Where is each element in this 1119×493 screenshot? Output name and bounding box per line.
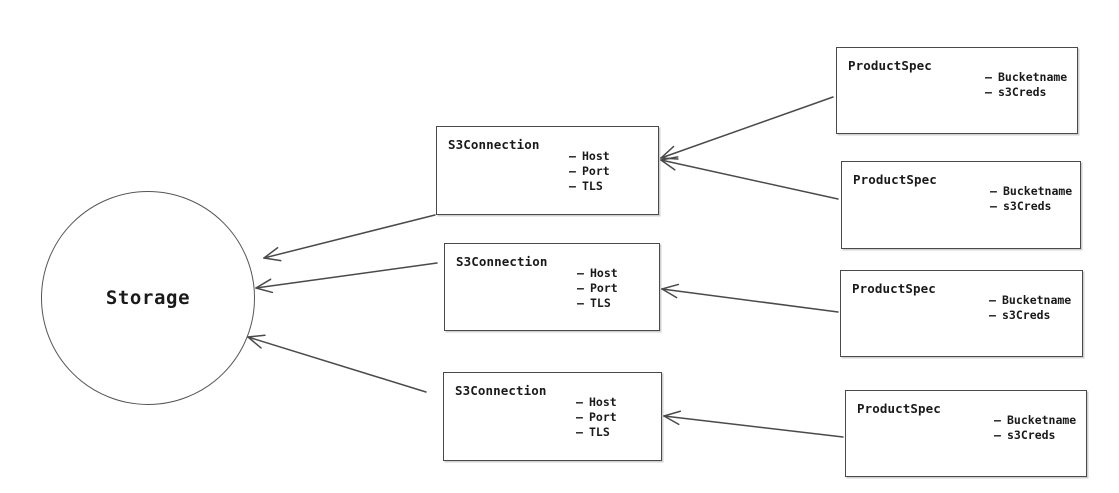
arrowhead-barb	[255, 287, 274, 294]
edge-s3conn-2-to-storage	[255, 262, 438, 294]
field-row: –Port	[569, 164, 610, 179]
field-label: s3Creds	[1003, 199, 1052, 213]
bullet-dash-icon: –	[569, 179, 576, 193]
bullet-dash-icon: –	[994, 428, 1001, 442]
field-label: Port	[582, 164, 610, 178]
field-row: –Bucketname	[994, 413, 1076, 428]
field-label: s3Creds	[998, 85, 1047, 99]
arrowhead-barb	[660, 159, 676, 171]
field-label: Bucketname	[998, 70, 1068, 84]
arrowhead-barb	[255, 278, 272, 289]
s3-connection-title-2: S3Connection	[456, 254, 548, 269]
arrowhead-barb	[663, 410, 682, 417]
edge-productspec-1-to-s3conn-1	[660, 96, 834, 160]
bullet-dash-icon: –	[989, 293, 996, 307]
s3-connection-title-1: S3Connection	[448, 137, 540, 152]
edge-productspec-4-to-s3conn-3	[663, 410, 844, 438]
field-row: –TLS	[576, 425, 617, 440]
field-label: Port	[589, 410, 617, 424]
arrowhead-barb	[247, 336, 262, 349]
arrowhead-barb	[660, 157, 679, 160]
arrowhead-barb	[661, 288, 678, 299]
field-row: –Host	[577, 266, 618, 281]
bullet-dash-icon: –	[994, 413, 1001, 427]
bullet-dash-icon: –	[576, 410, 583, 424]
field-row: –s3Creds	[990, 199, 1072, 214]
bullet-dash-icon: –	[989, 308, 996, 322]
field-label: TLS	[589, 425, 610, 439]
field-row: –s3Creds	[994, 428, 1076, 443]
arrowhead-barb	[660, 145, 675, 159]
arrowhead-barb	[661, 283, 680, 290]
product-spec-fields-3: –Bucketname –s3Creds	[989, 293, 1071, 323]
arrowhead-barb	[660, 156, 679, 161]
field-row: –Bucketname	[985, 70, 1067, 85]
s3-connection-node-2[interactable]: S3Connection –Host –Port –TLS	[444, 243, 660, 331]
s3-connection-fields-1: –Host –Port –TLS	[569, 149, 610, 194]
s3-connection-node-3[interactable]: S3Connection –Host –Port –TLS	[443, 372, 662, 461]
product-spec-title-1: ProductSpec	[848, 58, 932, 73]
field-label: Host	[589, 395, 617, 409]
field-row: –Bucketname	[990, 184, 1072, 199]
bullet-dash-icon: –	[569, 164, 576, 178]
product-spec-title-3: ProductSpec	[852, 281, 936, 296]
product-spec-node-3[interactable]: ProductSpec –Bucketname –s3Creds	[840, 270, 1083, 357]
product-spec-node-4[interactable]: ProductSpec –Bucketname –s3Creds	[845, 390, 1087, 477]
bullet-dash-icon: –	[576, 425, 583, 439]
bullet-dash-icon: –	[576, 395, 583, 409]
field-label: Port	[590, 281, 618, 295]
field-row: –Bucketname	[989, 293, 1071, 308]
product-spec-fields-4: –Bucketname –s3Creds	[994, 413, 1076, 443]
arrowhead-barb	[663, 415, 680, 426]
s3-connection-fields-2: –Host –Port –TLS	[577, 266, 618, 311]
field-row: –Port	[576, 410, 617, 425]
field-label: Host	[590, 266, 618, 280]
storage-circle-node[interactable]: Storage	[41, 191, 255, 405]
arrowhead-barb	[263, 257, 282, 262]
field-row: –Port	[577, 281, 618, 296]
bullet-dash-icon: –	[569, 149, 576, 163]
product-spec-fields-1: –Bucketname –s3Creds	[985, 70, 1067, 100]
field-label: TLS	[582, 179, 603, 193]
field-label: TLS	[590, 296, 611, 310]
s3-connection-title-3: S3Connection	[455, 383, 547, 398]
field-label: Bucketname	[1002, 293, 1072, 307]
product-spec-title-2: ProductSpec	[853, 172, 937, 187]
field-row: –s3Creds	[985, 85, 1067, 100]
storage-label: Storage	[105, 287, 191, 309]
bullet-dash-icon: –	[990, 184, 997, 198]
bullet-dash-icon: –	[577, 281, 584, 295]
field-row: –TLS	[569, 179, 610, 194]
edge-productspec-3-to-s3conn-2	[661, 283, 839, 313]
product-spec-fields-2: –Bucketname –s3Creds	[990, 184, 1072, 214]
edge-s3conn-1-to-storage	[263, 214, 436, 262]
bullet-dash-icon: –	[990, 199, 997, 213]
field-row: –TLS	[577, 296, 618, 311]
product-spec-node-2[interactable]: ProductSpec –Bucketname –s3Creds	[841, 161, 1081, 249]
field-label: s3Creds	[1007, 428, 1056, 442]
arrowhead-barb	[263, 247, 279, 259]
bullet-dash-icon: –	[985, 70, 992, 84]
field-label: Bucketname	[1003, 184, 1073, 198]
field-row: –Host	[569, 149, 610, 164]
field-row: –Host	[576, 395, 617, 410]
field-row: –s3Creds	[989, 308, 1071, 323]
field-label: s3Creds	[1002, 308, 1051, 322]
s3-connection-fields-3: –Host –Port –TLS	[576, 395, 617, 440]
bullet-dash-icon: –	[985, 85, 992, 99]
bullet-dash-icon: –	[577, 266, 584, 280]
bullet-dash-icon: –	[577, 296, 584, 310]
product-spec-node-1[interactable]: ProductSpec –Bucketname –s3Creds	[836, 47, 1078, 134]
edge-productspec-2-to-s3conn-1	[660, 156, 839, 200]
product-spec-title-4: ProductSpec	[857, 401, 941, 416]
field-label: Host	[582, 149, 610, 163]
arrowhead-barb	[247, 334, 266, 338]
s3-connection-node-1[interactable]: S3Connection –Host –Port –TLS	[436, 126, 659, 215]
field-label: Bucketname	[1007, 413, 1077, 427]
edge-s3conn-3-to-storage	[247, 334, 427, 393]
